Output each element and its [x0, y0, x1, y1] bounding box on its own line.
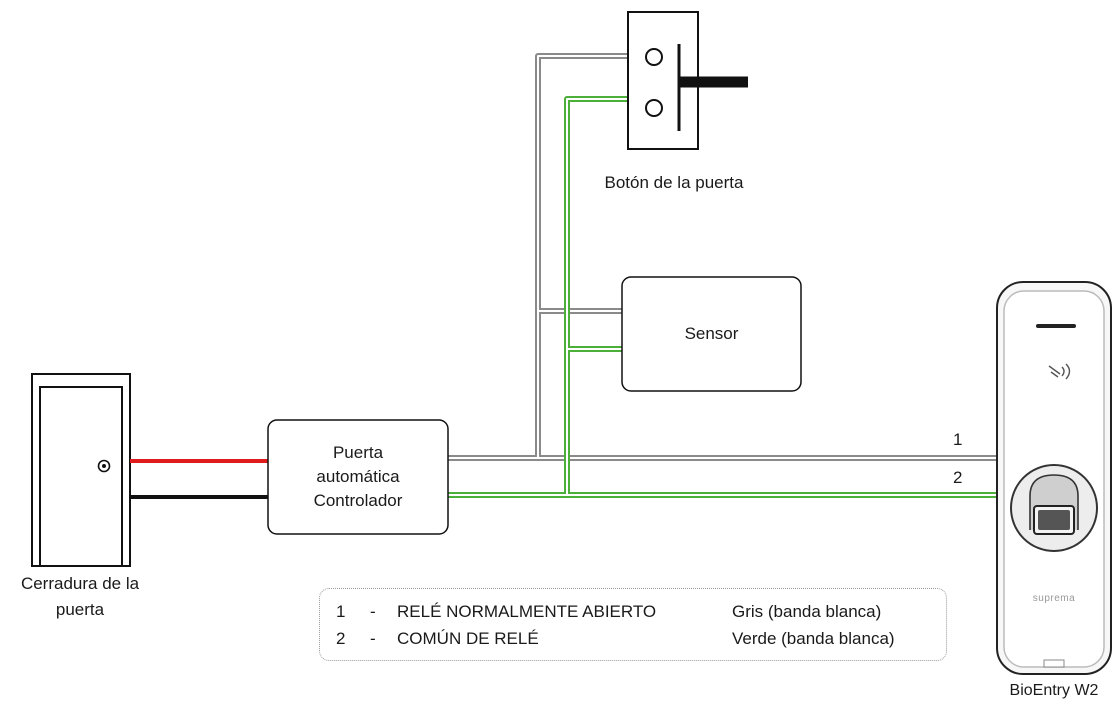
device-name-label: BioEntry W2	[1009, 682, 1099, 699]
sensor-label: Sensor	[622, 277, 801, 391]
sensor-box	[621, 276, 802, 392]
bioentry-w2-device	[996, 281, 1112, 675]
green-wire	[448, 96, 1002, 498]
door-lock-symbol	[31, 373, 131, 567]
wire-legend: 1 - RELÉ NORMALMENTE ABIERTO Gris (banda…	[319, 588, 947, 661]
rf-card-icon	[1048, 363, 1071, 380]
legend-signal: COMÚN DE RELÉ	[397, 629, 539, 648]
wire-number-1: 1	[953, 430, 963, 449]
door-button-symbol	[627, 11, 748, 150]
legend-dash: -	[370, 602, 376, 621]
legend-dash: -	[370, 629, 376, 648]
legend-signal: RELÉ NORMALMENTE ABIERTO	[397, 602, 657, 621]
gray-wire	[448, 53, 1002, 461]
sensor-text: Sensor	[684, 324, 739, 343]
legend-color: Gris (banda blanca)	[732, 602, 882, 621]
controller-line-2: automática	[316, 467, 400, 486]
controller-line-1: Puerta	[332, 443, 384, 462]
legend-color: Verde (banda blanca)	[732, 629, 895, 648]
controller-label: Puerta automática Controlador	[268, 420, 448, 534]
legend-num: 1	[336, 602, 346, 621]
controller-box	[267, 419, 449, 535]
device-brand-logo: suprema	[1032, 593, 1076, 604]
door-button-label: Botón de la puerta	[604, 173, 744, 192]
wire-number-2: 2	[953, 468, 963, 487]
legend-num: 2	[336, 629, 346, 648]
door-lock-label: Cerradura de la puerta	[20, 574, 140, 619]
controller-line-3: Controlador	[313, 491, 403, 510]
fingerprint-sensor	[1010, 464, 1098, 552]
